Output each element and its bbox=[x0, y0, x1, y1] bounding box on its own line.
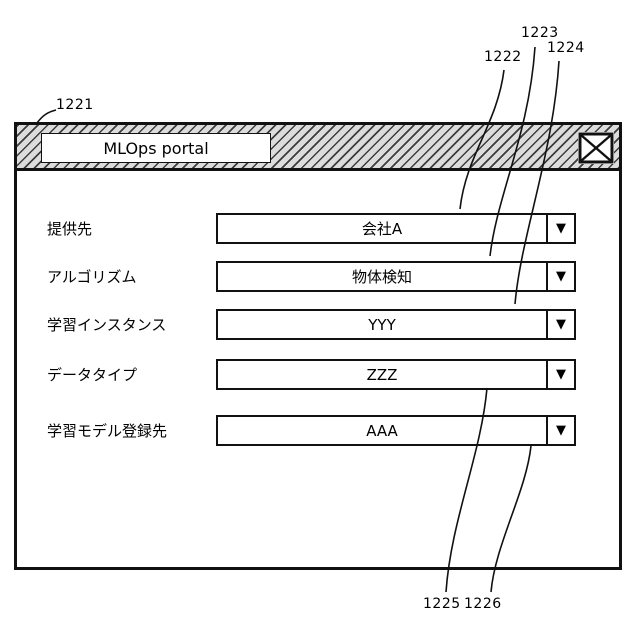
dropdown-data-type-value: ZZZ bbox=[366, 365, 398, 384]
window-title: MLOps portal bbox=[41, 133, 271, 163]
dropdown-model-registry-value: AAA bbox=[366, 421, 398, 440]
ref-label-dropdown2: 1223 bbox=[521, 25, 559, 41]
dropdown-algorithm-value: 物体検知 bbox=[351, 268, 412, 286]
dropdown-training-instance-arrow-button[interactable]: ▼ bbox=[546, 311, 574, 338]
dropdown-provider-arrow-button[interactable]: ▼ bbox=[546, 215, 574, 242]
chevron-down-icon: ▼ bbox=[556, 367, 566, 382]
dropdown-training-instance[interactable]: YYY ▼ bbox=[216, 309, 576, 340]
dropdown-data-type-arrow-button[interactable]: ▼ bbox=[546, 361, 574, 388]
dropdown-model-registry[interactable]: AAA ▼ bbox=[216, 415, 576, 446]
close-icon bbox=[578, 132, 614, 164]
field-label-training-instance: 学習インスタンス bbox=[47, 316, 167, 334]
ref-label-dropdown3: 1224 bbox=[547, 40, 585, 56]
dropdown-provider-value: 会社A bbox=[361, 220, 403, 238]
ref-label-dropdown5: 1226 bbox=[464, 596, 502, 612]
field-label-model-registry: 学習モデル登録先 bbox=[47, 422, 168, 440]
field-label-provider: 提供先 bbox=[47, 220, 93, 238]
ref-label-dropdown4: 1225 bbox=[423, 596, 461, 612]
chevron-down-icon: ▼ bbox=[556, 269, 566, 284]
field-label-algorithm: アルゴリズム bbox=[47, 268, 137, 286]
dropdown-algorithm-arrow-button[interactable]: ▼ bbox=[546, 263, 574, 290]
dropdown-training-instance-value: YYY bbox=[368, 315, 396, 334]
dropdown-model-registry-arrow-button[interactable]: ▼ bbox=[546, 417, 574, 444]
close-button[interactable] bbox=[578, 132, 614, 164]
mlops-portal-window: MLOps portal 提供先 会社A ▼ アルゴリズム 物体検知 ▼ bbox=[14, 122, 622, 570]
dropdown-algorithm[interactable]: 物体検知 ▼ bbox=[216, 261, 576, 292]
ref-label-dropdown1: 1222 bbox=[484, 49, 522, 65]
dropdown-provider[interactable]: 会社A ▼ bbox=[216, 213, 576, 244]
chevron-down-icon: ▼ bbox=[556, 317, 566, 332]
chevron-down-icon: ▼ bbox=[556, 423, 566, 438]
dropdown-data-type[interactable]: ZZZ ▼ bbox=[216, 359, 576, 390]
ref-label-window: 1221 bbox=[56, 97, 94, 113]
chevron-down-icon: ▼ bbox=[556, 221, 566, 236]
window-titlebar: MLOps portal bbox=[17, 125, 619, 171]
field-label-data-type: データタイプ bbox=[47, 366, 138, 384]
